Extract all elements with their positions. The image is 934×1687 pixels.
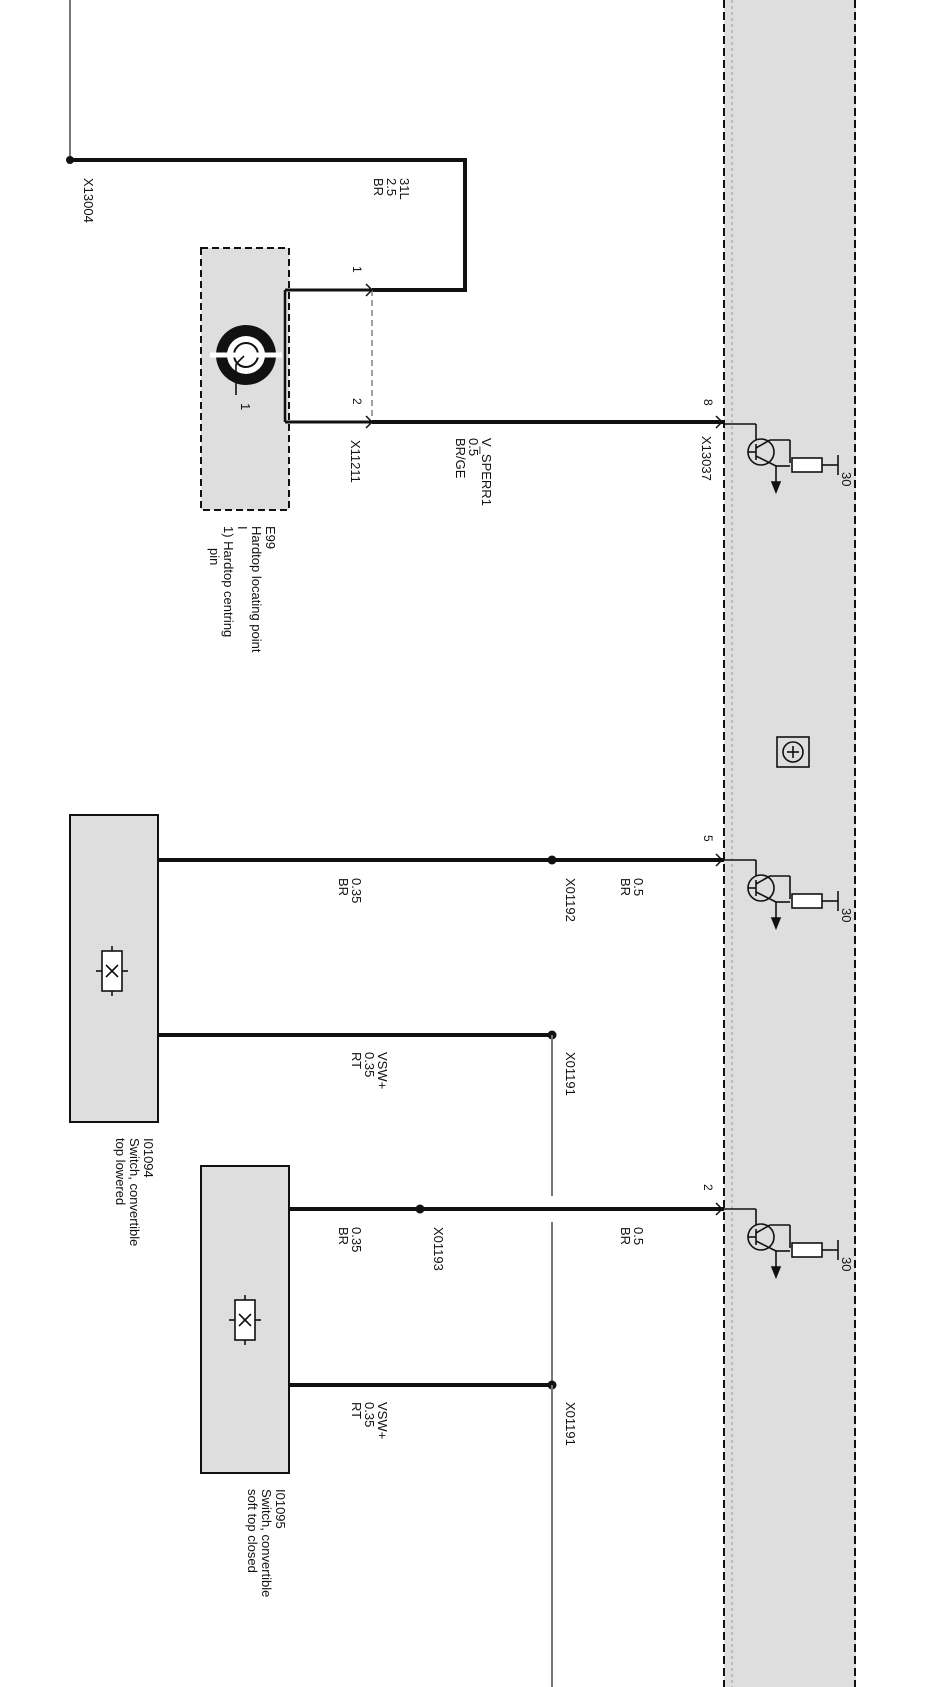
wire-soft-top-closed-cu-color: BR: [618, 1227, 633, 1245]
hardtop-sensor-icon: [210, 325, 282, 395]
wire-31l-color: BR: [371, 178, 386, 196]
wire-soft-top-closed-vsw-size: 0.35: [362, 1402, 377, 1427]
wire-soft-top-closed-cu-size: 0.5: [631, 1227, 646, 1245]
splice-x01191-b: X01191: [563, 1402, 578, 1446]
driver-stage-pin2: [724, 1208, 839, 1280]
pin-8-label: 8: [701, 399, 715, 406]
wire-top-lowered-cu-color: BR: [618, 878, 633, 896]
hardtop-sensor-sep: I: [235, 526, 250, 530]
wire-soft-top-closed-vsw-color: RT: [349, 1402, 364, 1419]
wire-soft-top-closed-sw-size: 0.35: [349, 1227, 364, 1252]
splice-x01193: X01193: [431, 1227, 446, 1271]
driver-stage-pin8: [724, 423, 839, 495]
hardtop-sensor-name: Hardtop locating point: [249, 526, 264, 653]
hardtop-sensor-box: [200, 247, 373, 511]
switch-top-lowered-icon: [96, 946, 128, 996]
switch-soft-top-closed-icon: [229, 1295, 261, 1345]
wire-soft-top-closed-vsw-signal: VSW+: [375, 1402, 390, 1439]
switch-top-lowered-name2: top lowered: [113, 1138, 128, 1205]
pin-2-label: 2: [701, 1184, 715, 1191]
pin-5-label: 5: [701, 835, 715, 842]
wire-top-lowered-vsw: [158, 1030, 557, 1196]
wire-top-lowered-vsw-signal: VSW+: [375, 1052, 390, 1089]
wire-soft-top-closed-vsw: [289, 1222, 557, 1687]
wire-top-lowered-signal: [158, 855, 724, 865]
cu-pin-marks: [365, 283, 724, 1216]
hardtop-pin-1: 1: [350, 266, 364, 273]
switch-soft-top-closed-name2: soft top closed: [245, 1489, 260, 1573]
hardtop-sensor-note: 1) Hardtop centring: [221, 526, 236, 637]
control-unit: [723, 0, 856, 1687]
driver-stage-pin5: [724, 859, 839, 931]
wire-top-lowered-sw-color: BR: [336, 878, 351, 896]
switch-soft-top-closed-id: I01095: [273, 1489, 288, 1529]
supply-30-pin2: 30: [839, 1257, 854, 1271]
wire-v-sperr1-color: BR/GE: [453, 438, 468, 479]
wire-31l-size: 2.5: [384, 178, 399, 196]
wire-top-lowered-sw-size: 0.35: [349, 878, 364, 903]
wire-31l: [66, 0, 467, 292]
switch-top-lowered-id: I01094: [141, 1138, 156, 1178]
wire-soft-top-closed-sw-color: BR: [336, 1227, 351, 1245]
wire-top-lowered-vsw-color: RT: [349, 1052, 364, 1069]
wire-soft-top-closed-signal: [289, 1204, 724, 1214]
control-unit-symbol-icon: [776, 736, 810, 768]
splice-x01191-a: X01191: [563, 1052, 578, 1096]
switch-soft-top-closed-name1: Switch, convertible: [259, 1489, 274, 1597]
hardtop-sensor-note2: pin: [207, 548, 222, 565]
splice-x01192: X01192: [563, 878, 578, 922]
connector-x13037: X13037: [699, 436, 714, 481]
switch-top-lowered-name1: Switch, convertible: [127, 1138, 142, 1246]
ground-connector-x13004: X13004: [81, 178, 96, 223]
wire-31l-signal: 31L: [397, 178, 412, 200]
hardtop-callout-1: 1: [238, 403, 253, 410]
hardtop-connector-x11211: X11211: [348, 440, 363, 483]
wire-top-lowered-vsw-size: 0.35: [362, 1052, 377, 1077]
supply-30-pin5: 30: [839, 908, 854, 922]
hardtop-sensor-id: E99: [263, 526, 278, 549]
wire-v-sperr1-size: 0.5: [466, 438, 481, 456]
hardtop-pin-2: 2: [350, 398, 364, 405]
wire-top-lowered-cu-size: 0.5: [631, 878, 646, 896]
wire-v-sperr1-signal: V_SPERR1: [479, 438, 494, 506]
supply-30-pin8: 30: [839, 472, 854, 486]
